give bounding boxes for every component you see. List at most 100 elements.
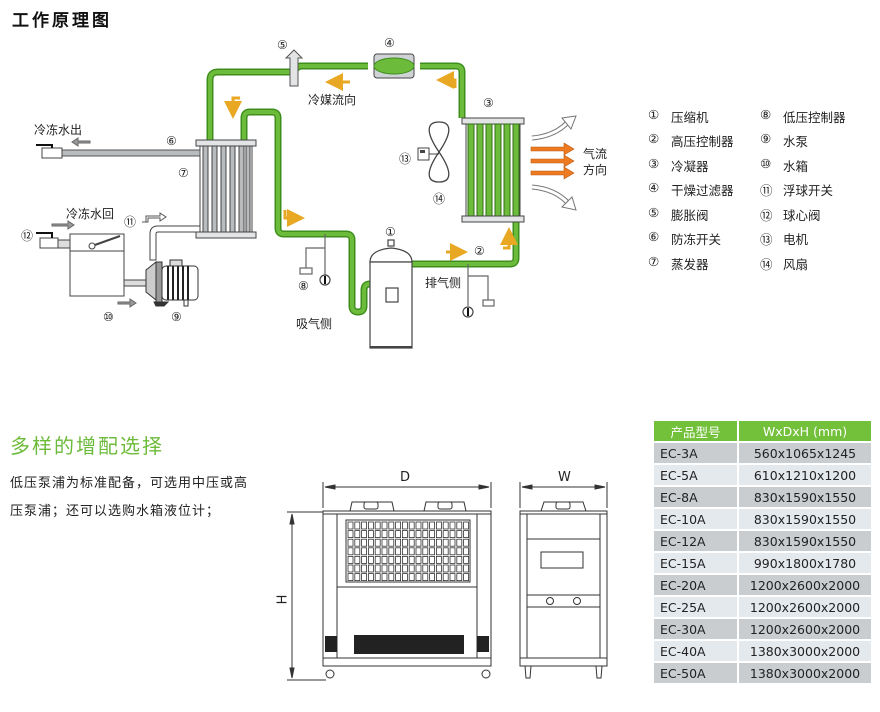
grille-cell [422, 573, 429, 581]
legend-number: ⑭ [760, 256, 773, 272]
legend-text: 水泵 [783, 134, 809, 150]
model-cell: EC-15A [654, 553, 737, 573]
grille-cell [368, 530, 374, 538]
grille-cell [463, 547, 470, 556]
grille-cell [347, 564, 354, 573]
dimension-cell: 610x1210x1200 [739, 465, 871, 485]
page-title: 工作原理图 [12, 11, 112, 31]
header-model: 产品型号 [654, 421, 737, 441]
grille-cell [388, 573, 395, 581]
grille-cell [408, 556, 415, 564]
legend-text: 电机 [783, 232, 809, 248]
suction-side-label: 吸气侧 [296, 317, 333, 331]
grille-cell [415, 521, 422, 530]
marker-11: ⑪ [124, 215, 137, 229]
dimension-cell: 1200x2600x2000 [739, 575, 871, 595]
marker-10: ⑩ [103, 310, 114, 324]
working-principle-diagram [36, 49, 577, 349]
marker-4: ④ [384, 36, 395, 50]
grille-cell [354, 556, 361, 564]
grille-cell [361, 573, 367, 581]
legend-text: 防冻开关 [671, 232, 722, 248]
grille-cell [435, 573, 442, 581]
grille-cell [347, 556, 354, 564]
grille-cell [354, 521, 361, 530]
legend-text: 浮球开关 [783, 183, 834, 199]
grille-cell [401, 521, 408, 530]
grille-cell [442, 538, 449, 547]
dimension-drawing [287, 482, 608, 681]
grille-cell [429, 521, 436, 530]
grille-cell [395, 564, 401, 573]
grille-cell [347, 521, 354, 530]
dimension-cell: 830x1590x1550 [739, 509, 871, 529]
grille-cell [374, 530, 381, 538]
airflow-label-line2: 方向 [583, 163, 608, 177]
marker-5: ⑤ [277, 38, 288, 52]
dryer-filter [373, 53, 415, 79]
grille-cell [347, 547, 354, 556]
legend-text: 水箱 [783, 158, 809, 174]
dimension-cell: 830x1590x1550 [739, 531, 871, 551]
motor-icon [417, 147, 439, 161]
depth-label: D [400, 470, 411, 485]
dimension-cell: 1200x2600x2000 [739, 619, 871, 639]
airflow-label-line1: 气流 [583, 147, 608, 161]
grille-cell [442, 547, 449, 556]
dimension-cell: 1200x2600x2000 [739, 597, 871, 617]
refrigerant-flow-arrows [224, 71, 518, 261]
legend-number: ⑦ [648, 253, 660, 269]
marker-3: ③ [483, 96, 494, 110]
grille-cell [354, 564, 361, 573]
marker-6: ⑥ [166, 134, 177, 148]
grille-cell [354, 547, 361, 556]
chilled-water-return-label: 冷冻水回 [66, 207, 115, 221]
grille-cell [361, 547, 367, 556]
grille-cell [408, 538, 415, 547]
model-cell: EC-10A [654, 509, 737, 529]
grille-cell [401, 530, 408, 538]
water-tank [36, 220, 147, 308]
header-dimensions: WxDxH (mm) [739, 421, 871, 441]
grille-cell [449, 547, 456, 556]
legend-number: ② [648, 131, 660, 147]
model-cell: EC-50A [654, 663, 737, 683]
grille-cell [456, 547, 463, 556]
marker-7: ⑦ [178, 166, 189, 180]
chilled-water-out-pipe [36, 137, 201, 159]
grille-cell [435, 564, 442, 573]
evaporator [195, 139, 257, 239]
grille-cell [401, 538, 408, 547]
dimension-cell: 830x1590x1550 [739, 487, 871, 507]
grille-cell [422, 538, 429, 547]
grille-cell [449, 538, 456, 547]
grille-cell [408, 530, 415, 538]
dimension-cell: 1380x3000x2000 [739, 663, 871, 683]
grille-cell [395, 538, 401, 547]
grille-cell [429, 530, 436, 538]
grille-cell [381, 556, 388, 564]
grille-cell [415, 530, 422, 538]
grille-cell [368, 556, 374, 564]
grille-cell [422, 564, 429, 573]
grille-cell [456, 573, 463, 581]
grille-cell [442, 573, 449, 581]
height-label: H [275, 594, 291, 605]
model-cell: EC-12A [654, 531, 737, 551]
legend-number: ⑪ [760, 183, 773, 199]
grille-cell [395, 556, 401, 564]
dimension-cell: 990x1800x1780 [739, 553, 871, 573]
marker-14: ⑭ [433, 192, 446, 206]
grille-cell [463, 564, 470, 573]
grille-cell [463, 530, 470, 538]
high-pressure-controller [462, 264, 495, 318]
